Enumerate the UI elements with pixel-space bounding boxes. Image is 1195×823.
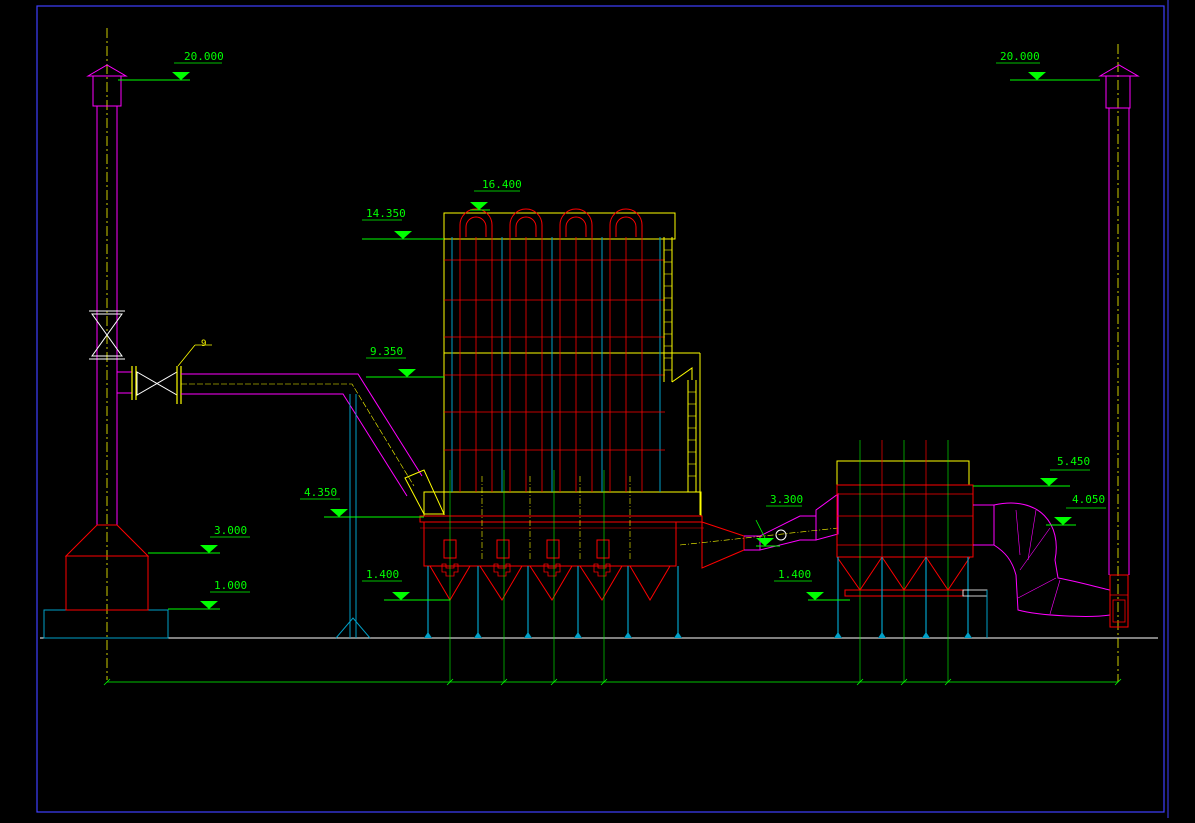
dimension-line [103, 678, 1122, 686]
drawing-frame [36, 5, 1165, 813]
connecting-duct [679, 493, 839, 569]
pre-collector [834, 440, 988, 682]
elev-foundation: 1.000 [214, 579, 247, 592]
elev-stack-base: 3.000 [214, 524, 247, 537]
elev-hopper-bottom: 1.400 [366, 568, 399, 581]
elev-precollector-hopper: 1.400 [778, 568, 811, 581]
right-chimney [1098, 44, 1140, 682]
elev-left-stack-top: 20.000 [184, 50, 224, 63]
outlet-duct [973, 502, 1111, 617]
elev-collector-top: 16.400 [482, 178, 522, 191]
valve-callout: 9 [201, 339, 206, 349]
elev-collector-roof: 14.350 [366, 207, 406, 220]
main-bag-filter [419, 208, 704, 682]
left-chimney [64, 28, 150, 680]
elevation-marks: 20.000 20.000 16.400 14.350 9.350 4.350 … [118, 50, 1106, 610]
elev-right-stack-top: 20.000 [1000, 50, 1040, 63]
elev-outlet-duct-top: 5.450 [1057, 455, 1090, 468]
elev-collector-inlet: 4.350 [304, 486, 337, 499]
inlet-duct [117, 344, 445, 639]
elev-outlet-duct-center: 4.050 [1072, 493, 1105, 506]
elev-precollector-inlet: 3.300 [770, 493, 803, 506]
elev-collector-mid: 9.350 [370, 345, 403, 358]
stack-foundation [43, 609, 169, 639]
